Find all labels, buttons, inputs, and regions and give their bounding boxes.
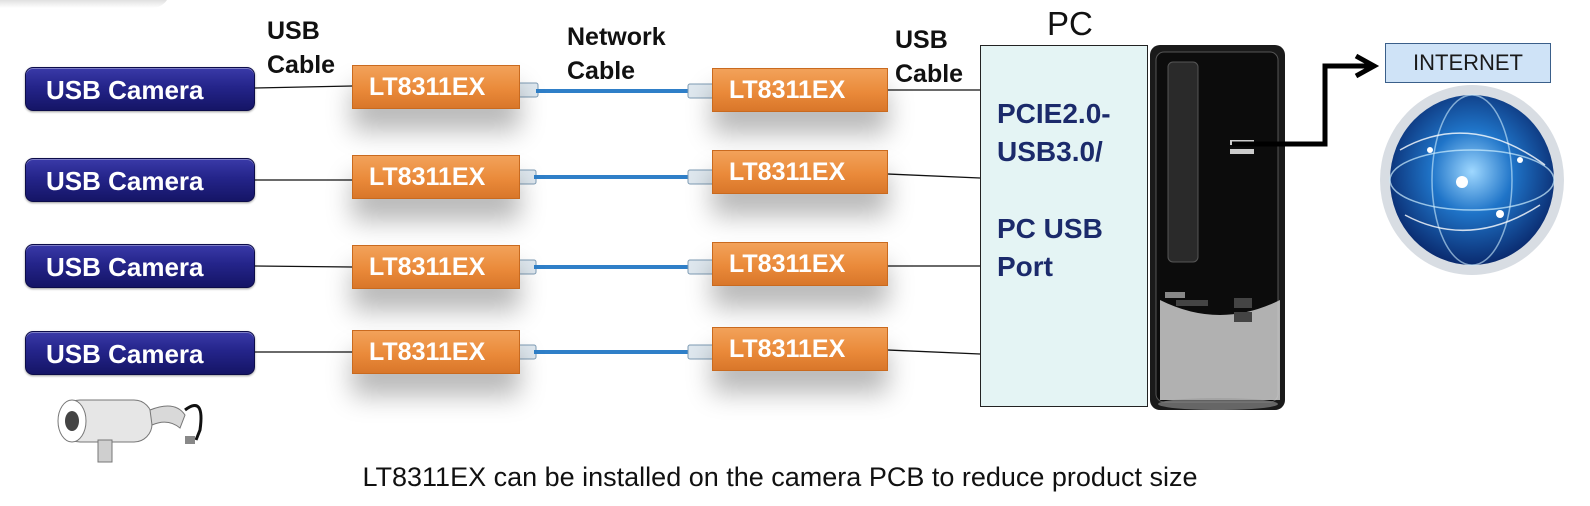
extender-right-2: LT8311EX	[712, 150, 888, 194]
usb-cable-right-line2: Cable	[895, 60, 964, 88]
usb-camera-button-1: USB Camera	[25, 67, 255, 111]
caption: LT8311EX can be installed on the camera …	[362, 462, 1198, 492]
internet-arrow-head	[1354, 53, 1380, 79]
extender-label: LT8311EX	[729, 249, 846, 278]
usb-cable-left-line1: USB	[267, 17, 320, 45]
usb-camera-label: USB Camera	[46, 252, 204, 282]
usb-camera-label: USB Camera	[46, 75, 204, 105]
extender-label: LT8311EX	[369, 162, 486, 191]
extender-label: LT8311EX	[369, 337, 486, 366]
pc-interface-panel	[980, 45, 1148, 407]
usb-camera-button-2: USB Camera	[25, 158, 255, 202]
network-cable-line2: Cable	[567, 57, 636, 85]
extender-left-4: LT8311EX	[352, 330, 520, 374]
usb-camera-button-3: USB Camera	[25, 244, 255, 288]
pc-interface-text-top: PCIE2.0- USB3.0/	[997, 95, 1111, 171]
extender-label: LT8311EX	[729, 334, 846, 363]
extender-left-1: LT8311EX	[352, 65, 520, 109]
network-cable-label: Network Cable	[567, 20, 666, 88]
usb-camera-button-4: USB Camera	[25, 331, 255, 375]
pc-title: PC	[1047, 5, 1093, 42]
extender-left-2: LT8311EX	[352, 155, 520, 199]
camera-icon	[57, 399, 203, 463]
usb-cable-label-right: USB Cable	[895, 23, 963, 91]
extender-label: LT8311EX	[369, 252, 486, 281]
network-cable-3	[509, 259, 715, 275]
pc-line-3: PC USB	[997, 213, 1103, 244]
extender-right-4: LT8311EX	[712, 327, 888, 371]
pc-line-2: USB3.0/	[997, 136, 1103, 167]
pc-tower-icon	[1150, 45, 1285, 410]
extender-right-1: LT8311EX	[712, 68, 888, 112]
corner-decoration	[0, 0, 170, 8]
internet-box: INTERNET	[1385, 43, 1551, 83]
usb-cable-left-line2: Cable	[267, 51, 336, 79]
pc-line-1: PCIE2.0-	[997, 98, 1111, 129]
network-cable-4	[509, 344, 715, 360]
usb-line-right-2	[887, 173, 981, 179]
usb-line-left-1	[254, 85, 353, 89]
pc-line-4: Port	[997, 251, 1053, 282]
usb-camera-label: USB Camera	[46, 166, 204, 196]
usb-cable-label-left: USB Cable	[267, 14, 335, 82]
usb-line-right-4	[887, 349, 981, 355]
network-cable-line1: Network	[567, 23, 666, 51]
usb-cable-right-line1: USB	[895, 26, 948, 54]
network-cable-2	[509, 169, 715, 185]
extender-right-3: LT8311EX	[712, 242, 888, 286]
usb-camera-label: USB Camera	[46, 339, 204, 369]
extender-label: LT8311EX	[729, 157, 846, 186]
extender-left-3: LT8311EX	[352, 245, 520, 289]
globe-icon	[1380, 85, 1564, 275]
usb-line-left-3	[254, 265, 353, 268]
pc-interface-text-bottom: PC USB Port	[997, 210, 1103, 286]
extender-label: LT8311EX	[729, 75, 846, 104]
extender-label: LT8311EX	[369, 72, 486, 101]
internet-arrow-line	[1232, 63, 1370, 147]
